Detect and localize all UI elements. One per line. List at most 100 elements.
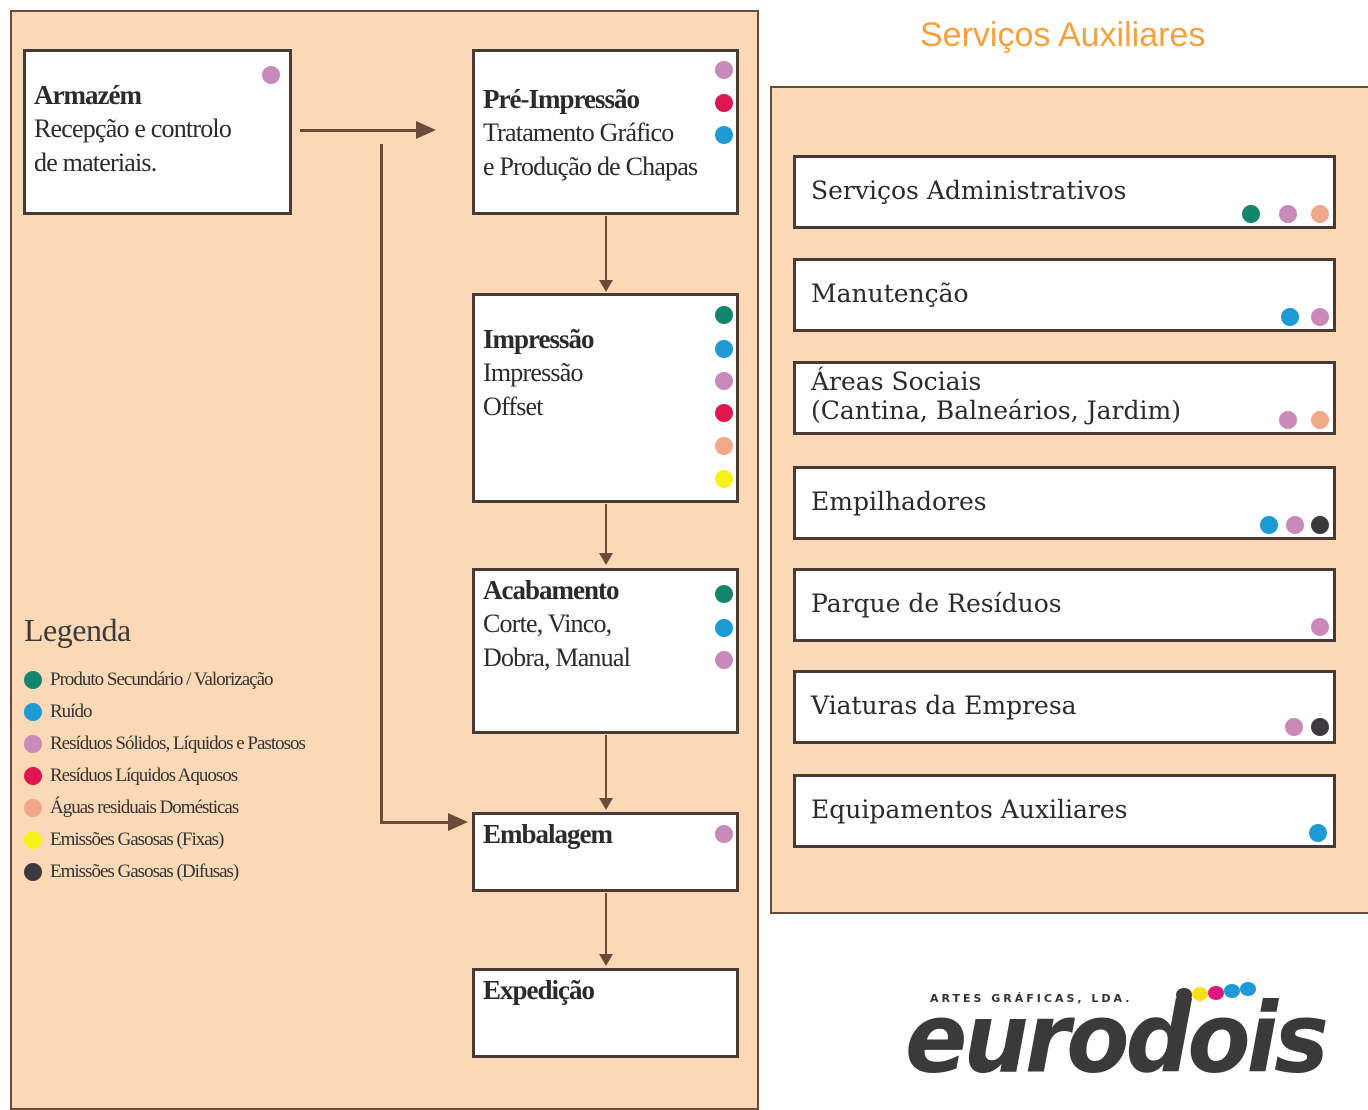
aux-item-label: Equipamentos Auxiliares xyxy=(811,795,1128,824)
purple-dot-icon xyxy=(1279,205,1297,223)
embalagem-title: Embalagem xyxy=(483,819,613,849)
aux-item-servicos-administrativos: Serviços Administrativos xyxy=(793,155,1336,229)
purple-dot-icon xyxy=(1279,411,1297,429)
purple-dot-icon xyxy=(1286,516,1304,534)
pre-impressao-line-2: e Produção de Chapas xyxy=(483,152,698,181)
yellow-dot-icon xyxy=(24,831,42,849)
acabamento-line-1: Corte, Vinco, xyxy=(483,609,612,638)
legend-item-label: Ruído xyxy=(50,701,92,722)
legend-item-label: Produto Secundário / Valorização xyxy=(50,669,273,690)
dark-dot-icon xyxy=(1311,516,1329,534)
salmon-dot-icon xyxy=(715,437,733,455)
salmon-dot-icon xyxy=(1311,411,1329,429)
salmon-dot-icon xyxy=(24,799,42,817)
purple-dot-icon xyxy=(715,825,733,843)
box-impressao: Impressão Impressão Offset xyxy=(472,293,739,503)
purple-dot-icon xyxy=(262,66,280,84)
armazem-line-2: de materiais. xyxy=(34,148,157,177)
legend-item-label: Resíduos Líquidos Aquosos xyxy=(50,765,238,786)
aux-item-manutencao: Manutenção xyxy=(793,258,1336,332)
arrow-head-icon xyxy=(599,798,613,810)
legend-item-label: Emissões Gasosas (Difusas) xyxy=(50,861,239,882)
impressao-line-2: Offset xyxy=(483,392,544,421)
legend-title: Legenda xyxy=(24,612,131,648)
green-dot-icon xyxy=(24,671,42,689)
purple-dot-icon xyxy=(24,735,42,753)
purple-dot-icon xyxy=(1285,718,1303,736)
aux-item-label: Manutenção xyxy=(811,279,969,308)
red-dot-icon xyxy=(715,404,733,422)
red-dot-icon xyxy=(24,767,42,785)
ink-drop-icon xyxy=(1192,987,1208,1001)
aux-item-label: Serviços Administrativos xyxy=(811,176,1127,205)
arrow-pre-to-impressao xyxy=(605,216,607,282)
blue-dot-icon xyxy=(715,619,733,637)
arrow-head-icon xyxy=(416,121,436,139)
legend-item-label: Resíduos Sólidos, Líquidos e Pastosos xyxy=(50,733,306,754)
green-dot-icon xyxy=(715,585,733,603)
box-expedicao: Expedição xyxy=(472,968,739,1058)
legend-item-label: Emissões Gasosas (Fixas) xyxy=(50,829,224,850)
box-embalagem: Embalagem xyxy=(472,812,739,892)
yellow-dot-icon xyxy=(715,470,733,488)
ink-drop-icon xyxy=(1240,982,1256,996)
blue-dot-icon xyxy=(1260,516,1278,534)
arrow-head-icon xyxy=(448,813,468,831)
logo-eurodois: eurodois xyxy=(905,982,1329,1095)
acabamento-title: Acabamento xyxy=(483,575,619,605)
arrow-embalagem-to-expedicao xyxy=(605,893,607,955)
legend-item-label: Águas residuais Domésticas xyxy=(50,797,239,818)
blue-dot-icon xyxy=(715,126,733,144)
aux-item-label: Viaturas da Empresa xyxy=(811,691,1077,720)
aux-services-title: Serviços Auxiliares xyxy=(920,16,1206,54)
impressao-line-1: Impressão xyxy=(483,358,583,387)
arrow-acabamento-to-embalagem xyxy=(605,735,607,799)
box-acabamento: Acabamento Corte, Vinco, Dobra, Manual xyxy=(472,568,739,734)
ink-drop-icon xyxy=(1208,986,1224,1000)
arrow-head-icon xyxy=(599,954,613,966)
ink-drop-icon xyxy=(1224,984,1240,998)
purple-dot-icon xyxy=(715,372,733,390)
blue-dot-icon xyxy=(1281,308,1299,326)
dark-dot-icon xyxy=(24,863,42,881)
arrow-bypass-to-embalagem xyxy=(380,821,450,824)
armazem-title: Armazém xyxy=(34,80,142,110)
blue-dot-icon xyxy=(24,703,42,721)
dark-dot-icon xyxy=(1311,718,1329,736)
green-dot-icon xyxy=(715,306,733,324)
arrow-bypass-vertical xyxy=(380,144,383,824)
armazem-line-1: Recepção e controlo xyxy=(34,114,232,143)
arrow-armazem-to-pre-impressao xyxy=(300,129,418,132)
acabamento-line-2: Dobra, Manual xyxy=(483,643,631,672)
purple-dot-icon xyxy=(1311,618,1329,636)
red-dot-icon xyxy=(715,94,733,112)
blue-dot-icon xyxy=(715,340,733,358)
blue-dot-icon xyxy=(1309,824,1327,842)
arrow-head-icon xyxy=(599,280,613,292)
aux-item-empilhadores: Empilhadores xyxy=(793,466,1336,540)
aux-item-viaturas-da-empresa: Viaturas da Empresa xyxy=(793,670,1336,744)
expedicao-title: Expedição xyxy=(483,975,595,1005)
purple-dot-icon xyxy=(715,651,733,669)
arrow-impressao-to-acabamento xyxy=(605,504,607,554)
aux-item-equipamentos-auxiliares: Equipamentos Auxiliares xyxy=(793,774,1336,848)
aux-item-parque-de-residuos: Parque de Resíduos xyxy=(793,568,1336,642)
green-dot-icon xyxy=(1242,205,1260,223)
purple-dot-icon xyxy=(1311,308,1329,326)
aux-item-label: Parque de Resíduos xyxy=(811,589,1062,618)
box-armazem: Armazém Recepção e controlo de materiais… xyxy=(23,49,292,215)
box-pre-impressao: Pré-Impressão Tratamento Gráfico e Produ… xyxy=(472,49,739,215)
arrow-head-icon xyxy=(599,553,613,565)
aux-item-areas-sociais: Áreas Sociais (Cantina, Balneários, Jard… xyxy=(793,361,1336,435)
aux-item-label: Empilhadores xyxy=(811,487,987,516)
aux-item-sublabel: (Cantina, Balneários, Jardim) xyxy=(811,396,1181,425)
logo-ink-drops-icon xyxy=(1176,982,1266,1004)
logo-tagline: ARTES GRÁFICAS, LDA. xyxy=(930,992,1133,1005)
ink-drop-icon xyxy=(1176,988,1192,1002)
pre-impressao-title: Pré-Impressão xyxy=(483,84,640,114)
salmon-dot-icon xyxy=(1311,205,1329,223)
pre-impressao-line-1: Tratamento Gráfico xyxy=(483,118,674,147)
purple-dot-icon xyxy=(715,61,733,79)
aux-item-label: Áreas Sociais xyxy=(811,367,982,396)
impressao-title: Impressão xyxy=(483,324,595,354)
